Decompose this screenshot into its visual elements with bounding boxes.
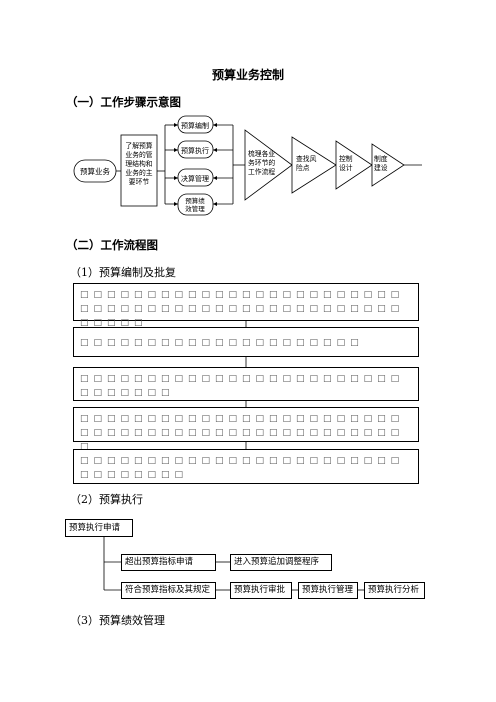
step-label: 效管理 bbox=[185, 204, 205, 213]
subheading-performance: （3）预算绩效管理 bbox=[70, 614, 165, 627]
flow-box-5: □□□□□□□□□□□□□□□□□□□□□□□□□□□□□□□□ bbox=[73, 449, 419, 484]
understand-line: 理结构和 bbox=[125, 159, 152, 168]
step-budget-exec bbox=[177, 140, 214, 159]
exec-apply-box: 预算执行申请 bbox=[65, 519, 133, 537]
flow-box-3: □□□□□□□□□□□□□□□□□□□□□□□□□□□□□□□ bbox=[73, 367, 419, 401]
section-heading-steps: （一）工作步骤示意图 bbox=[66, 95, 181, 109]
flow-box-4: □□□□□□□□□□□□□□□□□□□□□□□□□□□□□□□□□□□□□□□□… bbox=[73, 407, 419, 452]
step-budget-prep bbox=[177, 115, 214, 134]
tri-control bbox=[335, 140, 373, 190]
section-heading-flow: （二）工作流程图 bbox=[66, 238, 158, 252]
tri-risk bbox=[291, 136, 337, 194]
page-title: 预算业务控制 bbox=[211, 68, 284, 82]
flow-box-1: □□□□□□□□□□□□□□□□□□□□□□□□□□□□□□□□□□□□□□□□… bbox=[73, 283, 419, 328]
step-label: 预算执行 bbox=[181, 146, 209, 155]
subheading-budget-prep: （1）预算编制及批复 bbox=[70, 266, 176, 279]
tri-label: 控制 bbox=[339, 154, 353, 163]
exec-manage-box: 预算执行管理 bbox=[298, 582, 358, 599]
understand-line: 要环节 bbox=[129, 178, 150, 186]
understand-line: 了解预算 bbox=[125, 141, 152, 150]
tri-label: 工作流程 bbox=[248, 167, 275, 176]
step-label: 预算编制 bbox=[181, 121, 209, 130]
understand-line: 业务的管 bbox=[125, 150, 152, 159]
exec-over-box: 超出预算指标申请 bbox=[121, 554, 216, 571]
tri-label: 务环节的 bbox=[248, 158, 275, 167]
subheading-budget-exec: （2）预算执行 bbox=[70, 493, 143, 506]
tri-system bbox=[371, 143, 405, 187]
tri-label: 建设 bbox=[374, 163, 388, 172]
step-label: 预算绩 bbox=[185, 196, 205, 205]
exec-adjust-box: 进入预算追加调整程序 bbox=[230, 554, 332, 571]
exec-review-box: 预算执行审批 bbox=[230, 582, 292, 599]
step-performance bbox=[177, 193, 214, 216]
tri-label: 制度 bbox=[374, 154, 388, 163]
understand-node bbox=[120, 134, 158, 207]
step-label: 决算管理 bbox=[181, 174, 209, 183]
start-label: 预算业务 bbox=[80, 166, 110, 176]
tri-label: 险点 bbox=[296, 163, 310, 172]
tri-label: 梳理各业 bbox=[248, 149, 275, 158]
flow-box-2: □□□□□□□□□□□□□□□□□□□□□ bbox=[73, 327, 419, 357]
exec-conform-box: 符合预算指标及其规定 bbox=[121, 582, 216, 599]
tri-label: 设计 bbox=[339, 163, 353, 172]
understand-line: 业务的主 bbox=[125, 168, 152, 177]
tri-label: 查找风 bbox=[296, 154, 317, 163]
tri-workflow bbox=[244, 129, 293, 201]
step-final-accounts bbox=[177, 168, 214, 187]
exec-analyze-box: 预算执行分析 bbox=[364, 582, 425, 599]
